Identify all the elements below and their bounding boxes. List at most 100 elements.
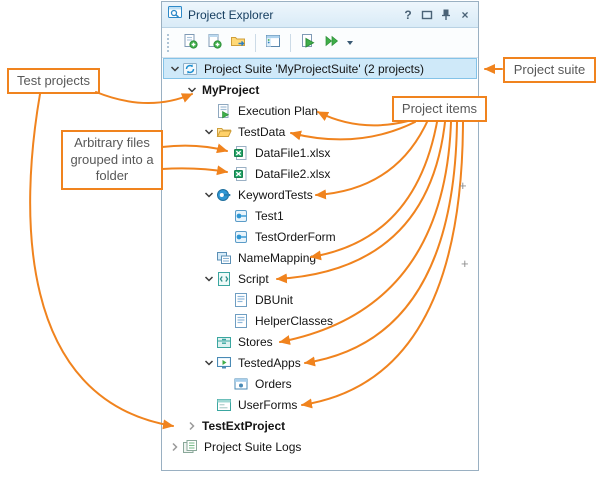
chevron-down-icon [170, 65, 179, 72]
run-fast-icon [324, 33, 340, 52]
organize-tests-button[interactable] [261, 31, 285, 55]
tree-item-stores[interactable]: Stores [162, 331, 478, 352]
tree-item-label: Script [238, 271, 269, 286]
expander-open[interactable] [201, 187, 216, 203]
toolbar-grip[interactable] [167, 33, 173, 52]
tree-item-label: TestData [238, 124, 286, 139]
callout-project-items: Project items [392, 96, 487, 122]
keyword-test-icon [233, 208, 249, 224]
expander-spacer [218, 313, 233, 329]
expander-closed[interactable] [184, 418, 199, 434]
panel-title: Project Explorer [188, 7, 274, 22]
tree-item-test1[interactable]: Test1 [162, 205, 478, 226]
script-icon [216, 271, 232, 287]
user-forms-icon [216, 397, 232, 413]
tree-item-label: KeywordTests [238, 187, 313, 202]
folder-doc-icon [230, 33, 246, 52]
excel-icon [233, 166, 249, 182]
help-button[interactable]: ? [404, 7, 412, 22]
tree-item-keywordtests[interactable]: KeywordTests [162, 184, 478, 205]
expander-open[interactable] [167, 61, 182, 77]
chevron-right-icon [188, 421, 195, 430]
callout-test-projects: Test projects [7, 68, 100, 94]
keyword-test-icon [233, 229, 249, 245]
annotation-plus-marker: + [461, 256, 469, 271]
expander-spacer [218, 145, 233, 161]
tree-item-label: TestExtProject [202, 418, 286, 433]
tested-app-icon [233, 376, 249, 392]
expander-spacer [218, 166, 233, 182]
stores-icon [216, 334, 232, 350]
tree-item-testorderform[interactable]: TestOrderForm [162, 226, 478, 247]
tree-item-namemapping[interactable]: NameMapping [162, 247, 478, 268]
expander-spacer [218, 292, 233, 308]
panel-titlebar[interactable]: Project Explorer ? × [162, 2, 478, 28]
run-doc-icon [300, 33, 316, 52]
tree-item-dbunit[interactable]: DBUnit [162, 289, 478, 310]
tree-item-label: Stores [238, 334, 273, 349]
doc-plus-icon [182, 33, 198, 52]
expander-open[interactable] [184, 82, 199, 98]
expander-open[interactable] [201, 271, 216, 287]
execution-plan-icon [216, 103, 232, 119]
expander-open[interactable] [201, 124, 216, 140]
expander-spacer [201, 397, 216, 413]
chevron-down-icon [204, 128, 213, 135]
add-new-item-button[interactable] [202, 31, 226, 55]
project-explorer-panel: Project Explorer ? × Project Suite 'MyPro… [161, 1, 479, 471]
expander-spacer [218, 208, 233, 224]
tree-item-label: Test1 [255, 208, 284, 223]
tree-item-label: DataFile2.xlsx [255, 166, 331, 181]
panel-window-icon [265, 33, 281, 52]
tree-item-label: DBUnit [255, 292, 294, 307]
tree-item-label: MyProject [202, 82, 260, 97]
tree-item-testextproject[interactable]: TestExtProject [162, 415, 478, 436]
tree-item-helperclasses[interactable]: HelperClasses [162, 310, 478, 331]
logs-icon [182, 439, 198, 455]
keyword-tests-icon [216, 187, 232, 203]
tree-item-testedapps[interactable]: TestedApps [162, 352, 478, 373]
script-unit-icon [233, 313, 249, 329]
chevron-down-icon [187, 86, 196, 93]
tested-apps-icon [216, 355, 232, 371]
excel-icon [233, 145, 249, 161]
tree-item-label: NameMapping [238, 250, 317, 265]
chevron-down-icon [204, 191, 213, 198]
expander-closed[interactable] [167, 439, 182, 455]
chevron-down-icon [204, 275, 213, 282]
annotation-plus-marker: + [459, 178, 467, 193]
close-button[interactable]: × [461, 7, 469, 22]
tree-item-label: HelperClasses [255, 313, 334, 328]
tree-item-script[interactable]: Script [162, 268, 478, 289]
auto-hide-pin-button[interactable] [438, 7, 454, 23]
tree-item-project-suite-logs[interactable]: Project Suite Logs [162, 436, 478, 457]
run-dropdown-caret[interactable] [347, 40, 353, 45]
tree-item-testdata[interactable]: TestData [162, 121, 478, 142]
add-new-project-button[interactable] [178, 31, 202, 55]
run-project-suite-button[interactable] [296, 31, 320, 55]
tree-item-label: Project Suite 'MyProjectSuite' (2 projec… [204, 61, 424, 76]
script-unit-icon [233, 292, 249, 308]
tree-item-execution-plan[interactable]: Execution Plan [162, 100, 478, 121]
expander-open[interactable] [201, 355, 216, 371]
panel-toolbar [162, 28, 478, 58]
tree-item-datafile2-xlsx[interactable]: DataFile2.xlsx [162, 163, 478, 184]
chevron-right-icon [171, 442, 178, 451]
tree-item-orders[interactable]: Orders [162, 373, 478, 394]
project-explorer-icon [167, 4, 183, 25]
tree-item-label: TestOrderForm [255, 229, 336, 244]
expander-spacer [201, 103, 216, 119]
tree-item-label: Project Suite Logs [204, 439, 302, 454]
expander-spacer [218, 376, 233, 392]
doc-plus2-icon [206, 33, 222, 52]
expander-spacer [218, 229, 233, 245]
tree-item-datafile1-xlsx[interactable]: DataFile1.xlsx [162, 142, 478, 163]
run-project-button[interactable] [320, 31, 344, 55]
tree-item-project-suite-myprojectsuite-2-projects[interactable]: Project Suite 'MyProjectSuite' (2 projec… [162, 58, 478, 79]
float-window-button[interactable] [419, 7, 435, 23]
tree-item-userforms[interactable]: UserForms [162, 394, 478, 415]
callout-project-suite: Project suite [503, 57, 596, 83]
toolbar-separator [290, 33, 291, 52]
add-existing-item-button[interactable] [226, 31, 250, 55]
expander-spacer [201, 334, 216, 350]
